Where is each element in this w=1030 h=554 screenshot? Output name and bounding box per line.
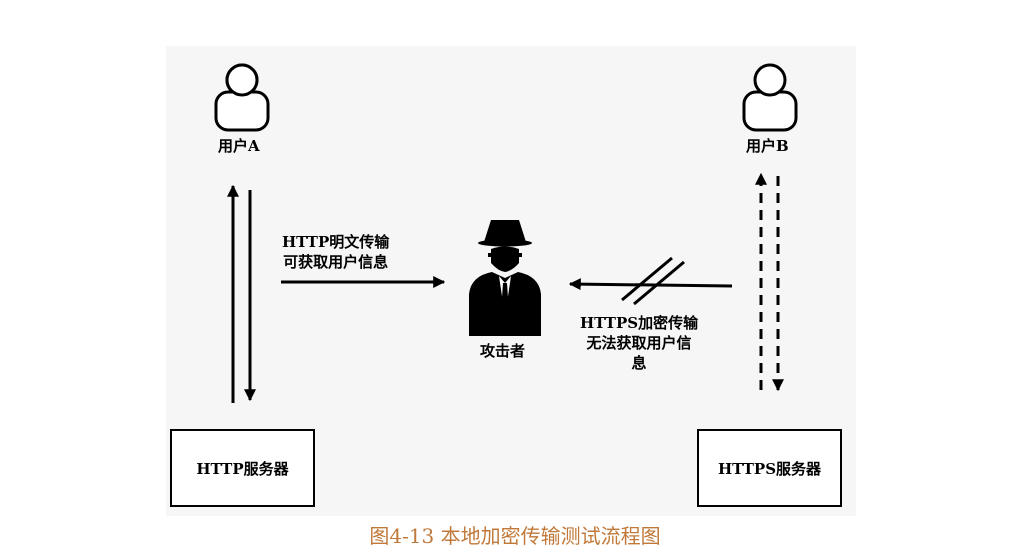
https-label-line2: 无法获取用户信 <box>586 334 692 352</box>
https-label-line3: 息 <box>631 354 647 372</box>
https-blocked-arrow <box>568 256 733 306</box>
hacker-icon <box>469 220 541 336</box>
https-server-box: HTTPS服务器 <box>697 429 842 507</box>
attacker-label: 攻击者 <box>480 342 526 360</box>
https-server-label: HTTPS服务器 <box>717 459 822 478</box>
https-label-line1: HTTPS加密传输 <box>580 314 699 332</box>
user-a-icon <box>214 63 270 132</box>
user-b-icon <box>742 63 798 132</box>
http-arrows <box>227 184 256 403</box>
http-server-label: HTTP服务器 <box>196 459 289 478</box>
user-a-label: 用户A <box>218 137 260 155</box>
user-b-label: 用户B <box>746 137 789 155</box>
http-label-line1: HTTP明文传输 <box>282 233 390 251</box>
figure-caption: 图4-13 本地加密传输测试流程图 <box>369 524 661 548</box>
http-label-line2: 可获取用户信息 <box>283 253 389 271</box>
http-transfer-label: HTTP明文传输 可获取用户信息 <box>282 232 389 272</box>
https-arrows <box>755 172 784 392</box>
https-transfer-label: HTTPS加密传输 无法获取用户信 息 <box>580 313 698 373</box>
http-server-box: HTTP服务器 <box>170 429 315 507</box>
